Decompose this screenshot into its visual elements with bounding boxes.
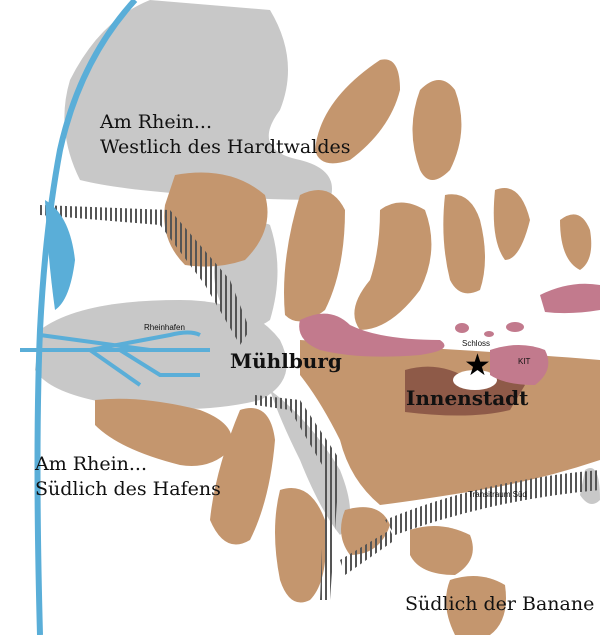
label-south-harbor-2: Südlich des Hafens [35,478,221,500]
label-innenstadt: Innenstadt [406,386,529,410]
area-rheinhafen [35,300,287,409]
star-icon: ★ [464,348,491,383]
area-west-hardt [64,0,332,200]
rail-corridors [40,205,600,600]
label-west-hardt-2: Westlich des Hardtwaldes [100,136,350,158]
institutions [299,283,600,385]
label-west-hardt-1: Am Rhein... [99,111,212,133]
label-suedlich-banane: Südlich der Banane [405,593,594,615]
label-south-harbor-1: Am Rhein... [34,453,147,475]
label-kit: KIT [518,357,531,366]
label-muehlburg: Mühlburg [230,349,342,373]
settlements [95,59,600,635]
rhine-river [20,0,210,635]
label-schloss: Schloss [462,339,490,348]
label-transitraum: Transitraum Süd [468,490,527,499]
label-rheinhafen: Rheinhafen [144,323,185,332]
